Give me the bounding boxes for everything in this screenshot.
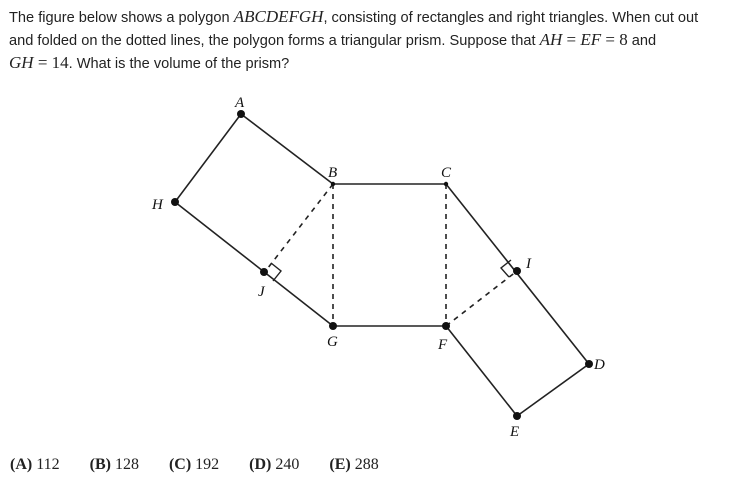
- vertex-labels: A B C D E F G H I J: [151, 95, 605, 440]
- problem-text-2: , consisting of rectangles and right tri…: [323, 10, 699, 26]
- right-angle-mark-j: [270, 262, 282, 282]
- label-e: E: [509, 424, 519, 440]
- right-angle-mark-i: [499, 259, 512, 278]
- choice-d[interactable]: (D) 240: [249, 456, 299, 474]
- answer-choices: (A) 112 (B) 128 (C) 192 (D) 240 (E) 288: [10, 456, 405, 474]
- point-a: [237, 110, 245, 118]
- label-c: C: [441, 165, 452, 181]
- eq1-mid: EF: [580, 30, 602, 49]
- choice-b-value: 128: [114, 456, 139, 473]
- label-f: F: [437, 337, 448, 353]
- problem-text-4: and: [627, 33, 657, 49]
- choice-b[interactable]: (B) 128: [90, 456, 139, 474]
- eq-sign-1: =: [562, 30, 581, 49]
- point-h: [171, 198, 179, 206]
- problem-text-3: and folded on the dotted lines, the poly…: [9, 33, 540, 49]
- choice-a[interactable]: (A) 112: [10, 456, 60, 474]
- label-j: J: [258, 284, 266, 300]
- fold-lines: [263, 183, 518, 327]
- eq2-left: GH: [9, 53, 34, 72]
- point-j: [260, 268, 268, 276]
- choice-d-letter: (D): [249, 456, 272, 473]
- label-h: H: [151, 197, 164, 213]
- choice-e-letter: (E): [329, 456, 351, 473]
- eq1-left: AH: [539, 30, 563, 49]
- edge-ha: [174, 113, 242, 203]
- label-g: G: [327, 334, 338, 350]
- point-i: [513, 267, 521, 275]
- point-e: [513, 412, 521, 420]
- choice-c-value: 192: [195, 456, 220, 473]
- fold-bj: [263, 183, 334, 274]
- problem-text-5: . What is the volume of the prism?: [68, 56, 290, 72]
- problem-text-1: The figure below shows a polygon: [9, 10, 234, 26]
- eq1-value: 8: [619, 30, 628, 49]
- eq-sign-2: =: [601, 30, 620, 49]
- edge-de: [516, 363, 590, 417]
- problem-statement: The figure below shows a polygon ABCDEFG…: [9, 6, 741, 75]
- vertex-points: [171, 110, 593, 420]
- eq2-value: 14: [51, 53, 69, 72]
- label-i: I: [525, 256, 532, 272]
- edge-ef: [445, 325, 518, 417]
- choice-e[interactable]: (E) 288: [329, 456, 378, 474]
- point-d: [585, 360, 593, 368]
- label-b: B: [328, 165, 337, 181]
- choice-a-value: 112: [36, 456, 60, 473]
- choice-b-letter: (B): [89, 456, 111, 473]
- edge-ab: [240, 113, 334, 185]
- fold-fi: [445, 270, 518, 327]
- right-angle-marks: [270, 259, 512, 282]
- choice-c[interactable]: (C) 192: [169, 456, 219, 474]
- choice-d-value: 240: [275, 456, 300, 473]
- label-a: A: [234, 95, 245, 111]
- label-d: D: [593, 357, 605, 373]
- edge-gh: [174, 201, 334, 327]
- point-b: [330, 181, 336, 187]
- point-g: [329, 322, 337, 330]
- polygon-outline: [174, 113, 590, 417]
- choice-c-letter: (C): [168, 456, 192, 473]
- point-f: [442, 322, 450, 330]
- eq-sign-3: =: [33, 53, 52, 72]
- choice-e-value: 288: [354, 456, 379, 473]
- choice-a-letter: (A): [10, 456, 33, 473]
- point-c: [443, 181, 449, 187]
- polygon-name: ABCDEFGH: [233, 7, 324, 26]
